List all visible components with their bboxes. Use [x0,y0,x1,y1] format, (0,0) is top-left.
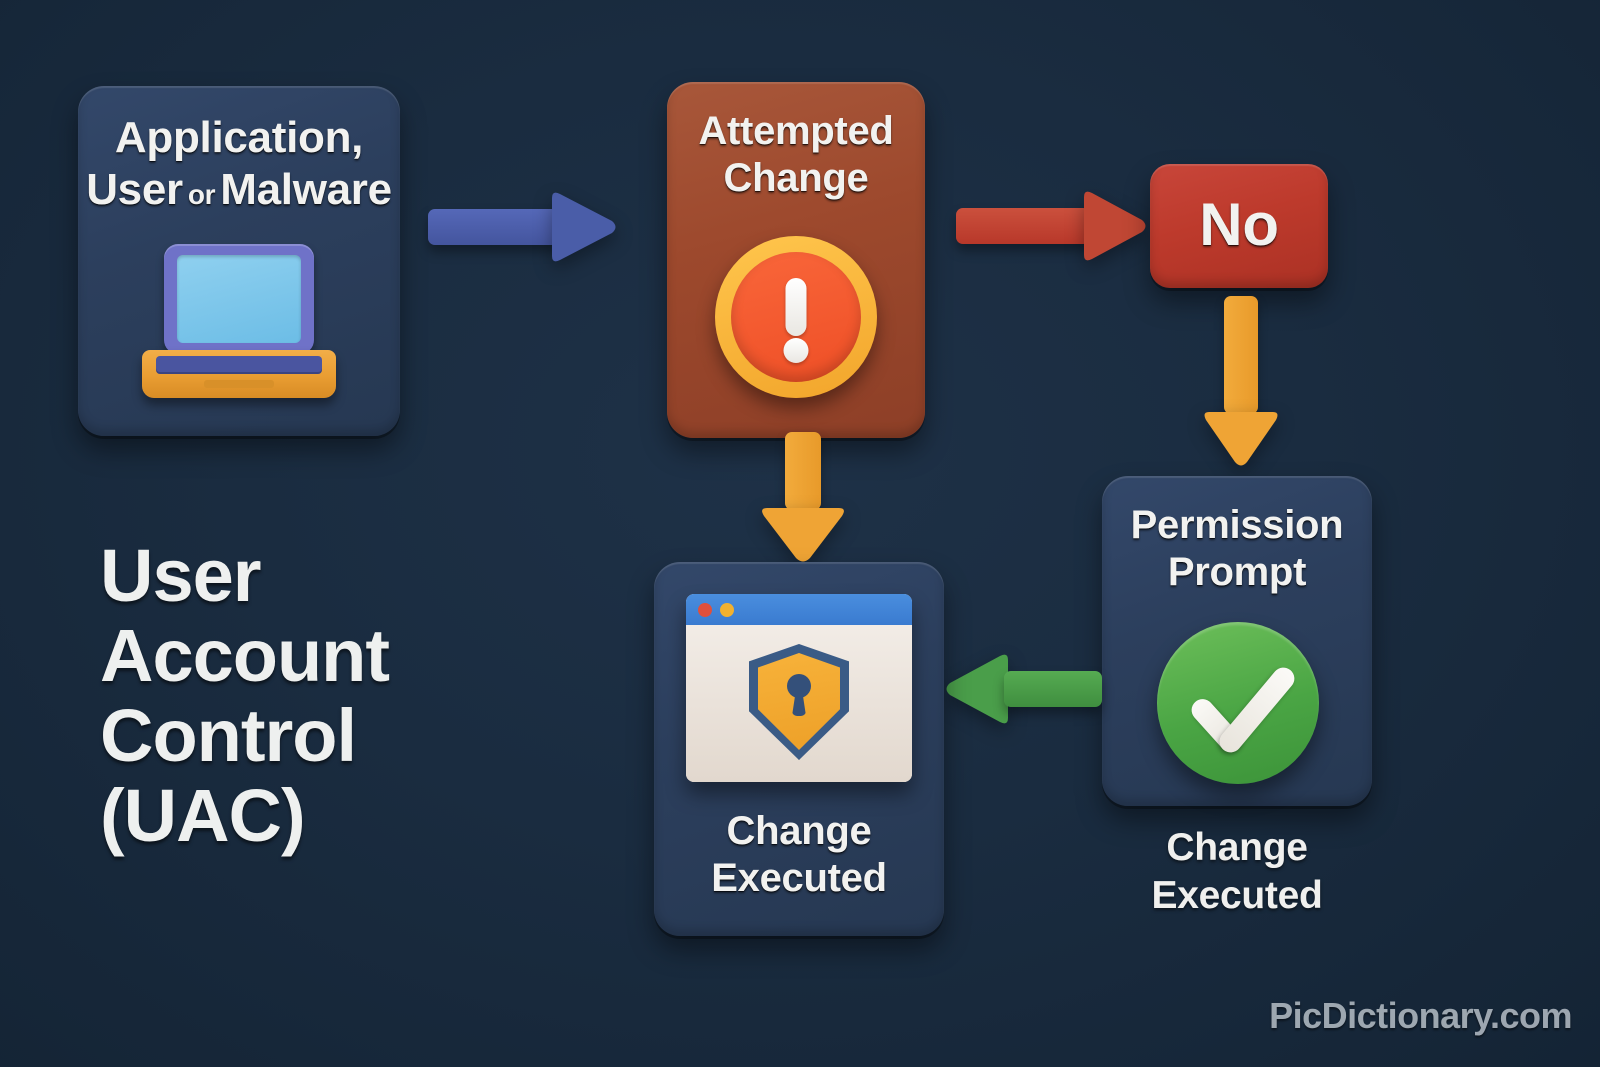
warning-exclamation-icon [715,236,877,398]
node-attempted-change-label-line-1: Attempted [698,109,894,153]
right-outcome-caption-line-2: Executed [1151,873,1323,917]
window-shield-lock-icon [686,594,912,782]
laptop-trackpad [204,380,274,388]
laptop-icon [142,244,336,400]
arrow-shaft [785,432,821,510]
arrow-head [552,192,616,262]
node-source-label-user: User [86,164,183,214]
right-outcome-caption: Change Executed [1102,824,1372,919]
window-frame [686,594,912,782]
arrow-shaft [428,209,558,245]
page-title-line-3: Control [100,693,357,777]
arrow-attempted-to-no [956,186,1148,266]
arrow-head [1084,191,1146,261]
keyhole-tail [792,690,806,716]
arrow-shaft [956,208,1090,244]
node-source-label-line-1: Application, [114,113,364,162]
arrow-no-to-permission [1200,296,1282,468]
green-check-icon [1157,622,1319,784]
page-title-line-1: User [100,534,262,617]
page-title-line-4: (UAC) [100,773,306,857]
arrow-source-to-attempted [428,188,618,266]
arrow-head [762,508,844,562]
arrow-attempted-to-executed [757,432,849,562]
laptop-screen [177,255,301,343]
node-attempted-change-label: Attempted Change [667,108,925,202]
node-permission-prompt-label: Permission Prompt [1102,502,1372,596]
node-change-executed-label-line-1: Change [726,809,872,853]
laptop-lid [164,244,314,354]
node-no: No [1150,164,1328,288]
laptop-keyboard [156,356,322,374]
check-circle [1157,622,1319,784]
laptop-base [142,350,336,398]
window-minimize-dot [720,603,734,617]
warning-exclamation-dot [783,338,809,364]
node-change-executed: Change Executed [654,562,944,936]
watermark: PicDictionary.com [1269,995,1572,1036]
arrow-permission-to-executed [946,650,1102,728]
warning-exclamation-bar [785,278,807,337]
node-permission-prompt-label-line-1: Permission [1130,503,1344,547]
node-source-label-or: or [187,178,216,210]
node-change-executed-label: Change Executed [654,808,944,902]
page-title-line-2: Account [100,613,390,697]
right-outcome-caption-line-1: Change [1166,826,1308,869]
node-attempted-change-label-line-2: Change [723,156,869,201]
node-attempted-change: Attempted Change [667,82,925,438]
window-titlebar [686,594,912,625]
arrow-head [1204,412,1278,466]
arrow-head [946,654,1008,724]
arrow-shaft [1004,671,1102,707]
arrow-shaft [1224,296,1258,414]
node-change-executed-label-line-2: Executed [711,856,887,901]
node-source-label-malware: Malware [220,164,392,214]
shield-lock-icon [749,644,849,760]
node-permission-prompt: Permission Prompt [1102,476,1372,806]
node-no-label: No [1199,191,1279,258]
node-permission-prompt-label-line-2: Prompt [1167,550,1307,595]
window-close-dot [698,603,712,617]
